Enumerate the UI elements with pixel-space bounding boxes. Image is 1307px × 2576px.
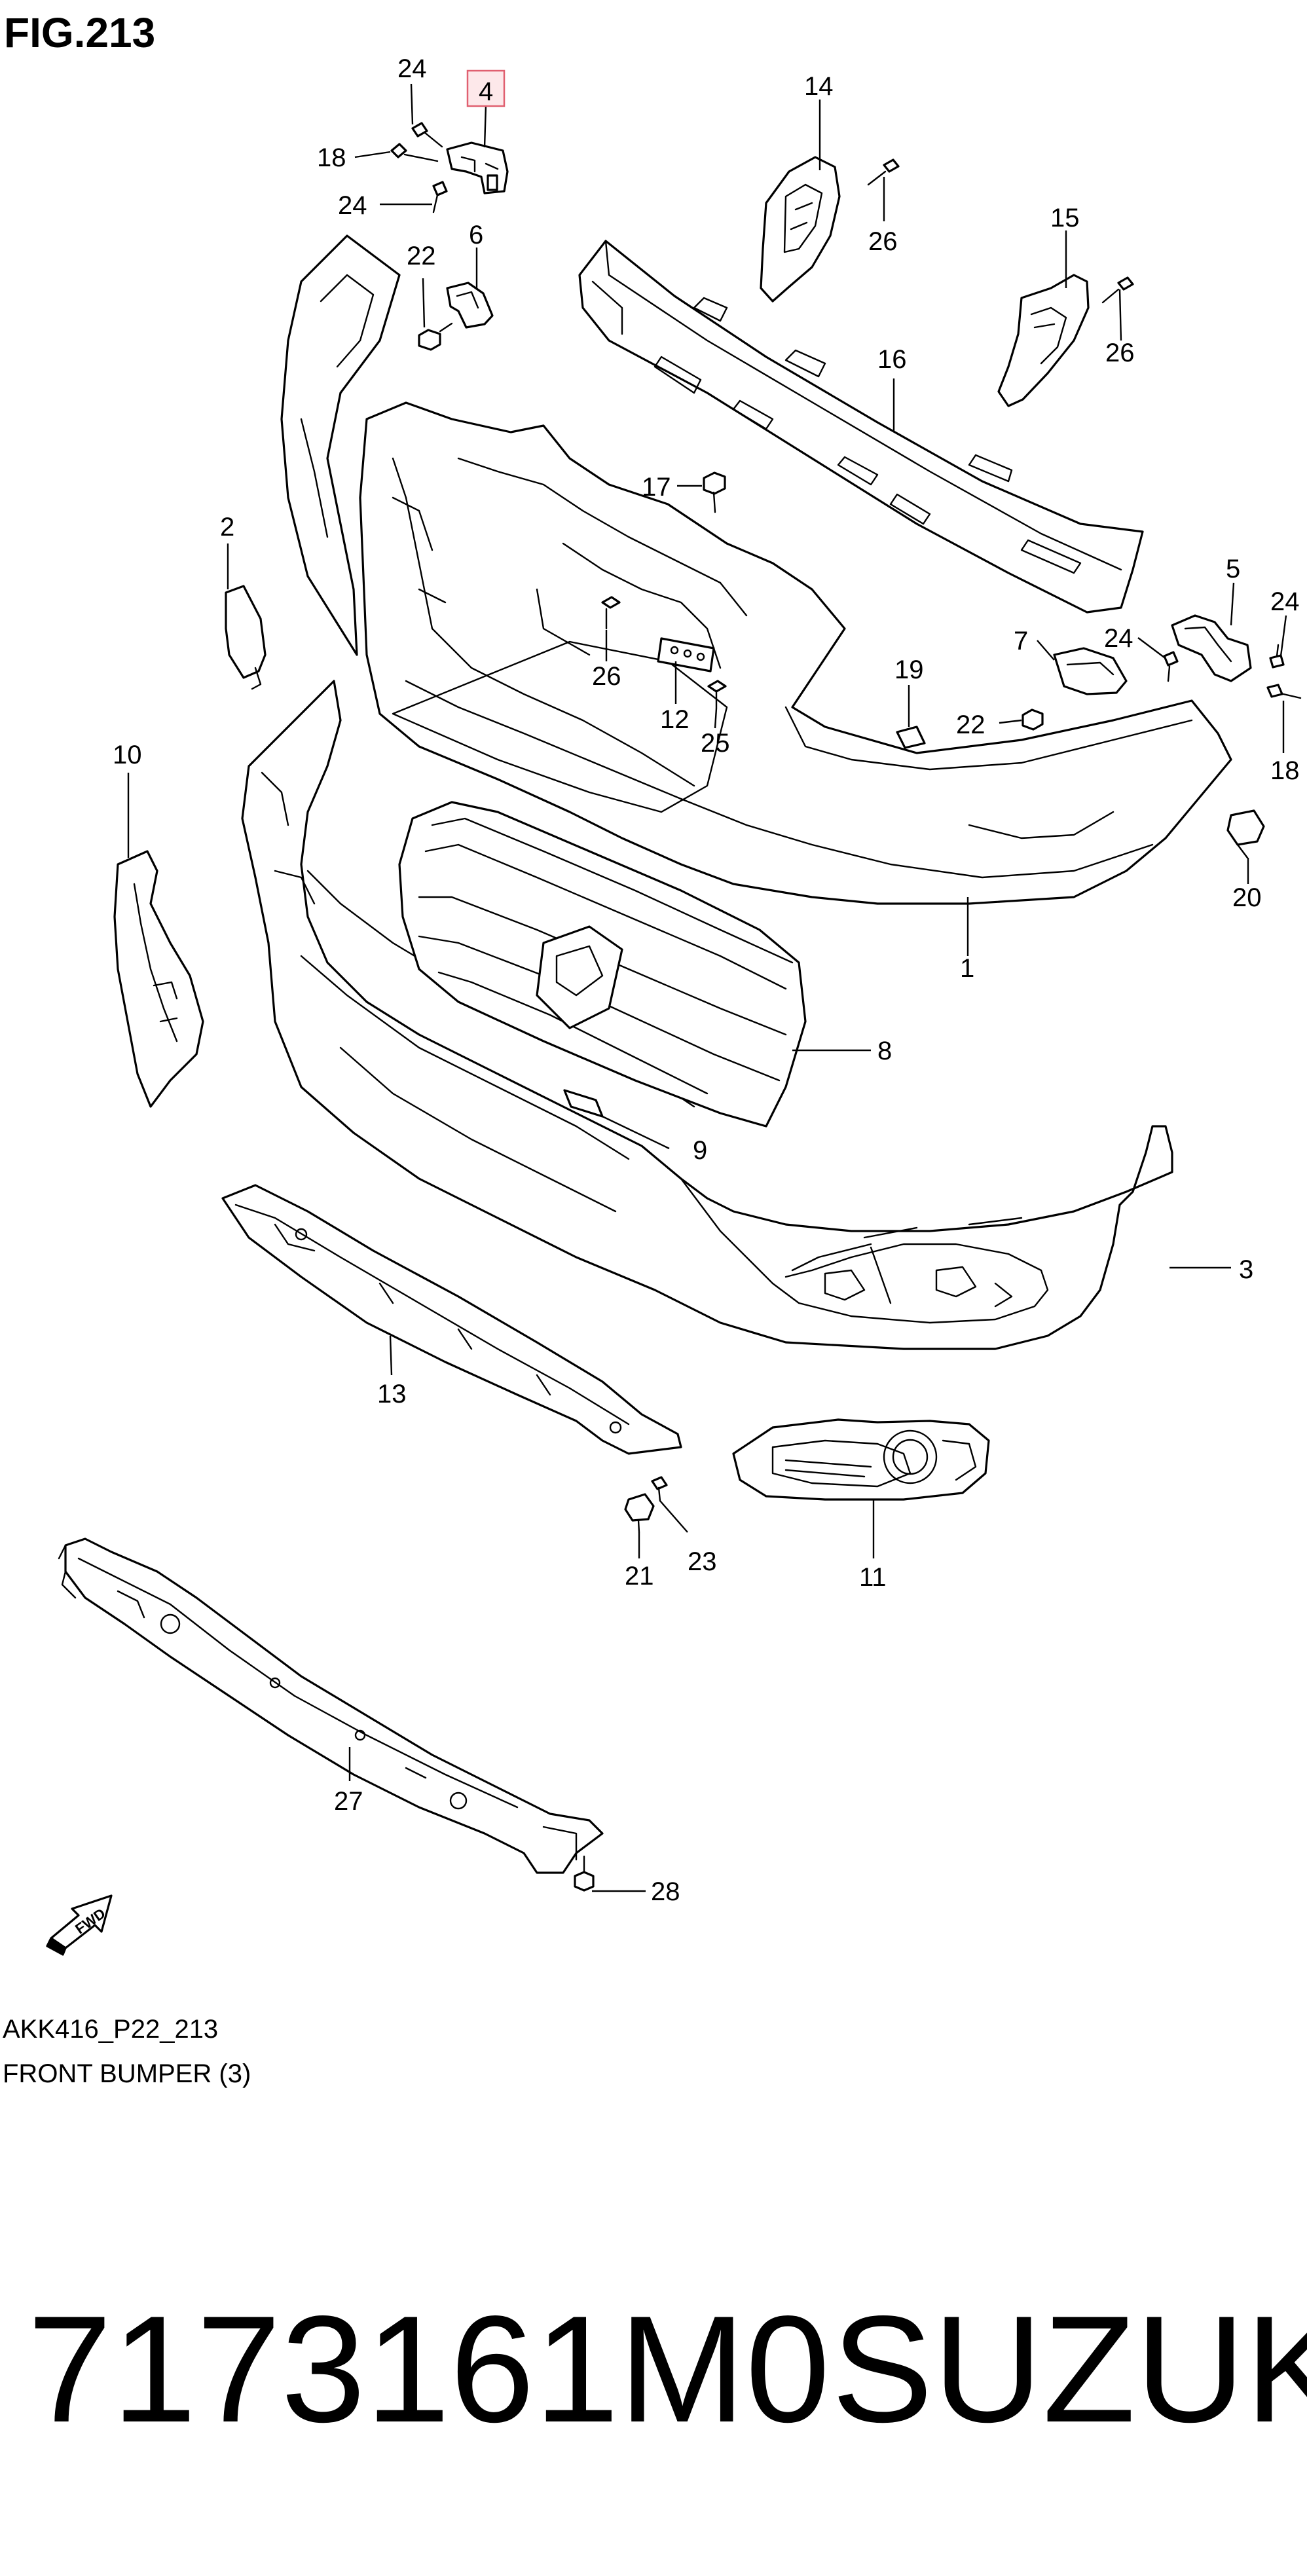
screw-24d-icon: [1269, 644, 1285, 669]
callout-4: 4: [479, 77, 493, 106]
part-7-bracket: [1053, 647, 1128, 695]
part-12-plate: [657, 637, 715, 672]
callout-11: 11: [859, 1563, 887, 1592]
callout-6: 6: [469, 221, 483, 249]
part-1-grille-opening: [392, 640, 728, 813]
callout-19: 19: [894, 655, 924, 684]
callout-12: 12: [660, 705, 690, 734]
callout-8: 8: [877, 1037, 892, 1065]
callout-3: 3: [1239, 1255, 1253, 1284]
callout-20: 20: [1232, 883, 1262, 912]
bolt-22b-icon: [1022, 708, 1044, 731]
callout-1: 1: [960, 954, 974, 983]
callout-24b: 24: [338, 191, 367, 220]
part-1-left-flank: [280, 234, 401, 656]
part-14-bracket: [760, 156, 841, 303]
callout-18b: 18: [1270, 756, 1300, 785]
callout-22a: 22: [407, 242, 436, 270]
part-11-fog-bezel: [732, 1418, 990, 1501]
leader-lines: [127, 83, 1287, 1892]
bolt-17-icon: [703, 471, 726, 513]
callout-24c: 24: [1104, 624, 1133, 653]
part-16-absorber: [578, 240, 1144, 614]
part-20-clip: [1226, 809, 1265, 859]
callout-4-highlight: [466, 69, 506, 107]
figure-caption: FRONT BUMPER (3): [3, 2059, 251, 2088]
callout-21: 21: [625, 1562, 654, 1591]
callout-9: 9: [693, 1136, 707, 1165]
part-19-clip: [896, 726, 926, 749]
bolt-22a-icon: [418, 322, 453, 351]
part-1-bumper-upper: [359, 401, 1232, 905]
part-10-side-bracket: [113, 850, 204, 1108]
callout-26a: 26: [868, 227, 898, 256]
callout-22b: 22: [956, 710, 985, 739]
screw-24b-icon: [432, 181, 448, 213]
part-27-lower-beam: [58, 1537, 604, 1874]
screw-25-icon: [707, 680, 727, 710]
screw-18a-icon: [390, 143, 439, 162]
callout-7: 7: [1014, 627, 1028, 655]
figure-code: AKK416_P22_213: [3, 2015, 218, 2044]
callout-14: 14: [804, 72, 834, 101]
screw-18b-icon: [1266, 684, 1302, 699]
callout-26b: 26: [1105, 339, 1135, 367]
brand-name: SUZUKI: [832, 2285, 1307, 2454]
screw-24a-icon: [411, 122, 443, 148]
part-6-bracket: [446, 282, 494, 329]
screw-23-icon: [651, 1476, 668, 1502]
fwd-arrow-icon: FWD: [46, 1894, 113, 1956]
screw-24c-icon: [1163, 651, 1179, 682]
screw-26c-icon: [601, 596, 621, 630]
part-2-cap: [225, 585, 267, 690]
part-13-lower-reinforcement: [221, 1184, 682, 1455]
callout-18a: 18: [317, 143, 346, 172]
figure-title: FIG.213: [4, 9, 155, 56]
callout-16: 16: [877, 345, 907, 374]
callout-24a: 24: [397, 54, 427, 83]
callout-27: 27: [334, 1787, 363, 1816]
callout-23: 23: [688, 1547, 717, 1576]
part-21-clip: [624, 1493, 655, 1534]
screw-26b-icon: [1101, 276, 1134, 304]
callout-10: 10: [113, 741, 142, 769]
part-4-bracket: [446, 141, 509, 194]
callout-13: 13: [377, 1380, 407, 1408]
callout-28: 28: [651, 1877, 680, 1906]
part-15-bracket: [997, 274, 1090, 407]
callout-24d: 24: [1270, 587, 1300, 616]
part-8-grille: [398, 801, 807, 1128]
callout-2: 2: [220, 513, 234, 542]
callout-17: 17: [642, 473, 671, 502]
callout-labels: 24 4 18 24 22 6 14 26 15 26 16 17 2 26 1…: [113, 54, 1300, 1906]
callout-15: 15: [1050, 204, 1080, 232]
callout-26c: 26: [592, 662, 621, 691]
part-number: 7173161M0: [28, 2285, 830, 2454]
screw-26a-icon: [867, 158, 900, 186]
callout-25: 25: [701, 729, 730, 758]
bolt-28-icon: [574, 1855, 595, 1892]
part-5-bracket: [1171, 614, 1252, 682]
callout-5: 5: [1226, 555, 1240, 583]
